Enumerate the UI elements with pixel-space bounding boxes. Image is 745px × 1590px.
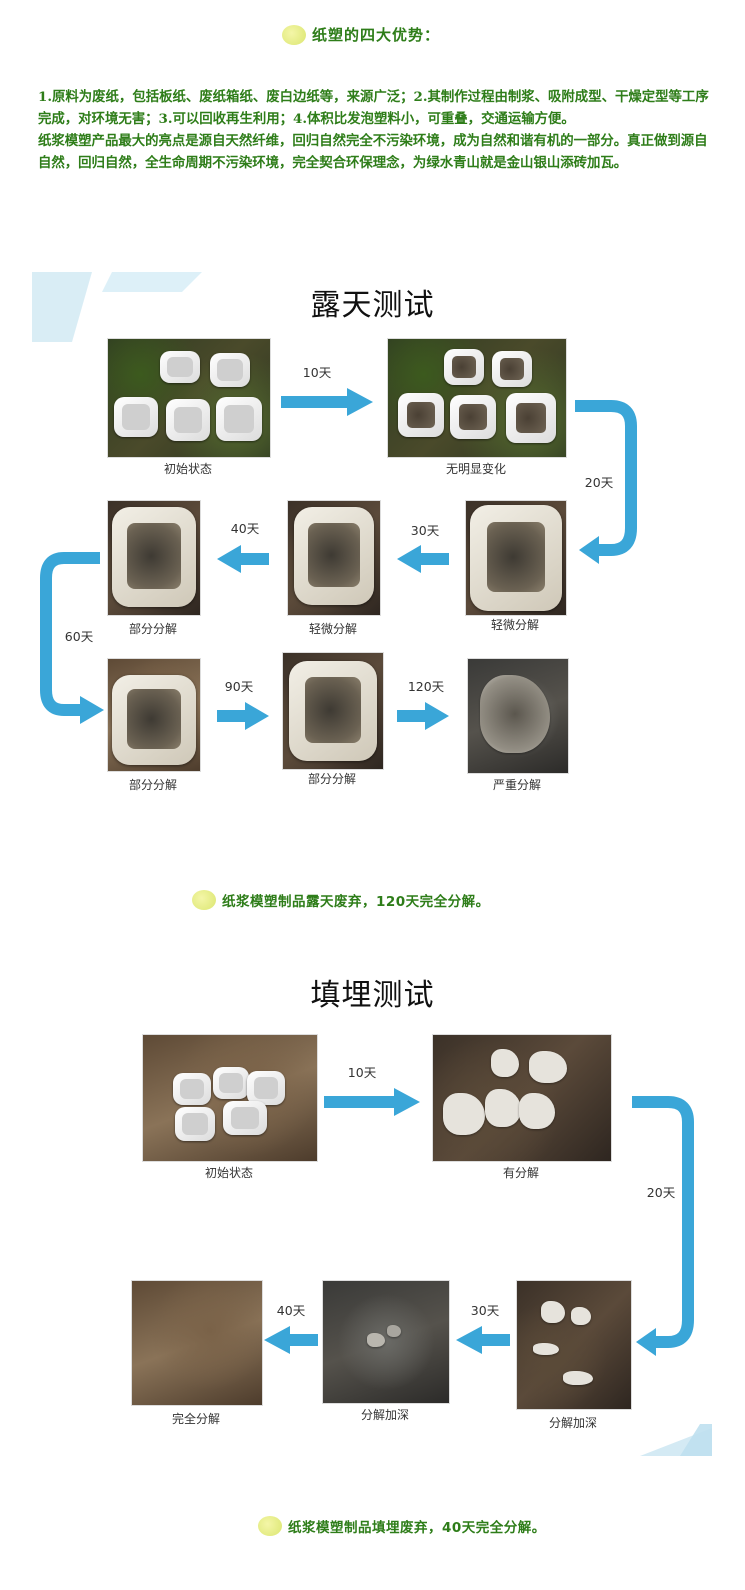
open-air-photo-1: [107, 338, 271, 458]
arrow-left-icon: [456, 1326, 510, 1354]
open-air-caption-6: 部分分解: [128, 778, 177, 792]
burial-interval-2: 20天: [646, 1185, 676, 1200]
open-air-interval-2: 20天: [584, 475, 614, 490]
open-air-caption-8: 严重分解: [492, 778, 541, 792]
corner-decoration-top-left: [32, 272, 202, 342]
burial-interval-4: 40天: [276, 1303, 306, 1318]
open-air-photo-8: [467, 658, 569, 774]
burial-caption-1: 初始状态: [204, 1166, 253, 1180]
intro-text: 1.原料为废纸，包括板纸、废纸箱纸、废白边纸等，来源广泛；2.其制作过程由制浆、…: [38, 86, 718, 174]
open-air-photo-4: [287, 500, 381, 616]
open-air-photo-7: [282, 652, 384, 770]
arrow-right-icon: [324, 1088, 420, 1116]
burial-photo-5: [131, 1280, 263, 1406]
open-air-interval-5: 60天: [64, 629, 94, 644]
open-air-interval-4: 40天: [230, 521, 260, 536]
advantages-heading-text: 纸塑的四大优势：: [312, 26, 441, 44]
burial-test-title: 填埋测试: [310, 978, 435, 1013]
open-air-interval-7: 120天: [407, 679, 445, 694]
corner-decoration-bottom-right: [640, 1424, 712, 1456]
open-air-caption-5: 部分分解: [128, 622, 177, 636]
open-air-conclusion-text: 纸浆模塑制品露天废弃，120天完全分解。: [222, 894, 490, 910]
arrow-right-icon: [217, 702, 269, 730]
burial-photo-3: [516, 1280, 632, 1410]
burial-interval-3: 30天: [470, 1303, 500, 1318]
burial-interval-1: 10天: [347, 1065, 377, 1080]
open-air-photo-5: [107, 500, 201, 616]
burial-caption-2: 有分解: [502, 1166, 539, 1180]
open-air-conclusion: 纸浆模塑制品露天废弃，120天完全分解。: [192, 890, 490, 910]
open-air-caption-2: 无明显变化: [445, 462, 506, 476]
open-air-caption-4: 轻微分解: [308, 622, 357, 636]
burial-photo-1: [142, 1034, 318, 1162]
arrow-left-icon: [217, 545, 269, 573]
burial-caption-3: 分解加深: [548, 1416, 597, 1430]
intro-paragraph-1: 1.原料为废纸，包括板纸、废纸箱纸、废白边纸等，来源广泛；2.其制作过程由制浆、…: [38, 89, 709, 127]
bullet-dot-icon: [192, 890, 216, 910]
open-air-interval-6: 90天: [224, 679, 254, 694]
arrow-right-icon: [281, 388, 373, 416]
curved-arrow-down-right-icon: [632, 1096, 694, 1356]
open-air-interval-1: 10天: [302, 365, 332, 380]
open-air-photo-6: [107, 658, 201, 772]
open-air-caption-3: 轻微分解: [490, 618, 539, 632]
advantages-heading: 纸塑的四大优势：: [282, 24, 440, 45]
curved-arrow-down-right-icon: [575, 400, 637, 564]
open-air-test-title: 露天测试: [310, 288, 435, 323]
bullet-dot-icon: [258, 1516, 282, 1536]
burial-conclusion-text: 纸浆模塑制品填埋废弃，40天完全分解。: [288, 1520, 546, 1536]
intro-paragraph-2: 纸浆模塑产品最大的亮点是源自天然纤维，回归自然完全不污染环境，成为自然和谐有机的…: [38, 133, 708, 171]
arrow-left-icon: [264, 1326, 318, 1354]
arrow-right-icon: [397, 702, 449, 730]
open-air-interval-3: 30天: [410, 523, 440, 538]
burial-photo-4: [322, 1280, 450, 1404]
burial-photo-2: [432, 1034, 612, 1162]
open-air-caption-7: 部分分解: [307, 772, 356, 786]
burial-conclusion: 纸浆模塑制品填埋废弃，40天完全分解。: [258, 1516, 546, 1536]
curved-arrow-down-left-icon: [40, 552, 104, 724]
open-air-photo-3: [465, 500, 567, 616]
burial-caption-5: 完全分解: [171, 1412, 220, 1426]
burial-caption-4: 分解加深: [360, 1408, 409, 1422]
open-air-caption-1: 初始状态: [163, 462, 212, 476]
arrow-left-icon: [397, 545, 449, 573]
open-air-photo-2: [387, 338, 567, 458]
bullet-dot-icon: [282, 24, 306, 45]
